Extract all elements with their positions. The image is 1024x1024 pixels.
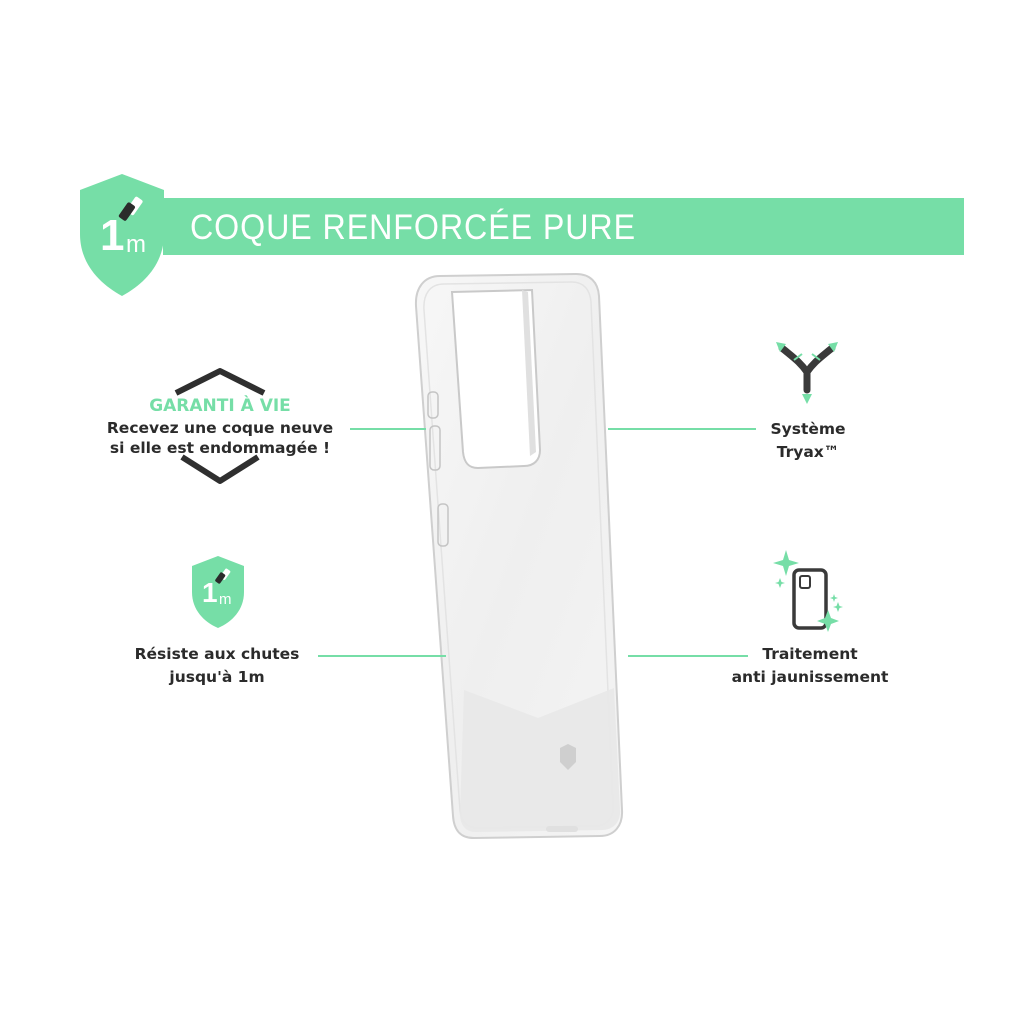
connector-yellowing <box>628 655 748 657</box>
feature-yellowing: Traitement anti jaunissement <box>716 548 904 694</box>
title-banner <box>163 198 964 255</box>
connector-tryax <box>608 428 756 430</box>
tryax-line2: Tryax™ <box>776 443 840 461</box>
yellowing-line1: Traitement <box>762 645 858 663</box>
drop-badge-unit: m <box>219 591 232 608</box>
feature-guarantee: GARANTI À VIE Recevez une coque neuve si… <box>92 365 348 487</box>
guarantee-line2: si elle est endommagée ! <box>109 439 331 457</box>
phone-case-image <box>410 270 626 850</box>
banner-badge-unit: m <box>126 231 146 258</box>
tryax-line1: Système <box>770 420 846 438</box>
drop-badge-number: 1 <box>202 577 218 608</box>
guarantee-title: GARANTI À VIE <box>149 396 291 416</box>
drop-line2: jusqu'à 1m <box>169 668 265 686</box>
feature-tryax: Système Tryax™ <box>740 338 876 468</box>
page-title: COQUE RENFORCÉE PURE <box>190 208 636 247</box>
shield-drop-icon: 1 m <box>80 174 164 296</box>
connector-drop <box>318 655 446 657</box>
yellowing-line2: anti jaunissement <box>731 668 889 686</box>
sparkle-phone-icon <box>773 550 843 632</box>
banner-badge-number: 1 <box>100 211 124 260</box>
shield-drop-icon: 1 m <box>192 556 244 628</box>
guarantee-line1: Recevez une coque neuve <box>106 419 334 437</box>
banner-badge: 1 m <box>78 172 166 298</box>
shield-outline-icon <box>174 368 266 484</box>
tryax-icon <box>776 342 838 404</box>
drop-line1: Résiste aux chutes <box>134 645 300 663</box>
feature-drop: 1 m Résiste aux chutes jusqu'à 1m <box>122 554 312 694</box>
connector-guarantee <box>350 428 426 430</box>
